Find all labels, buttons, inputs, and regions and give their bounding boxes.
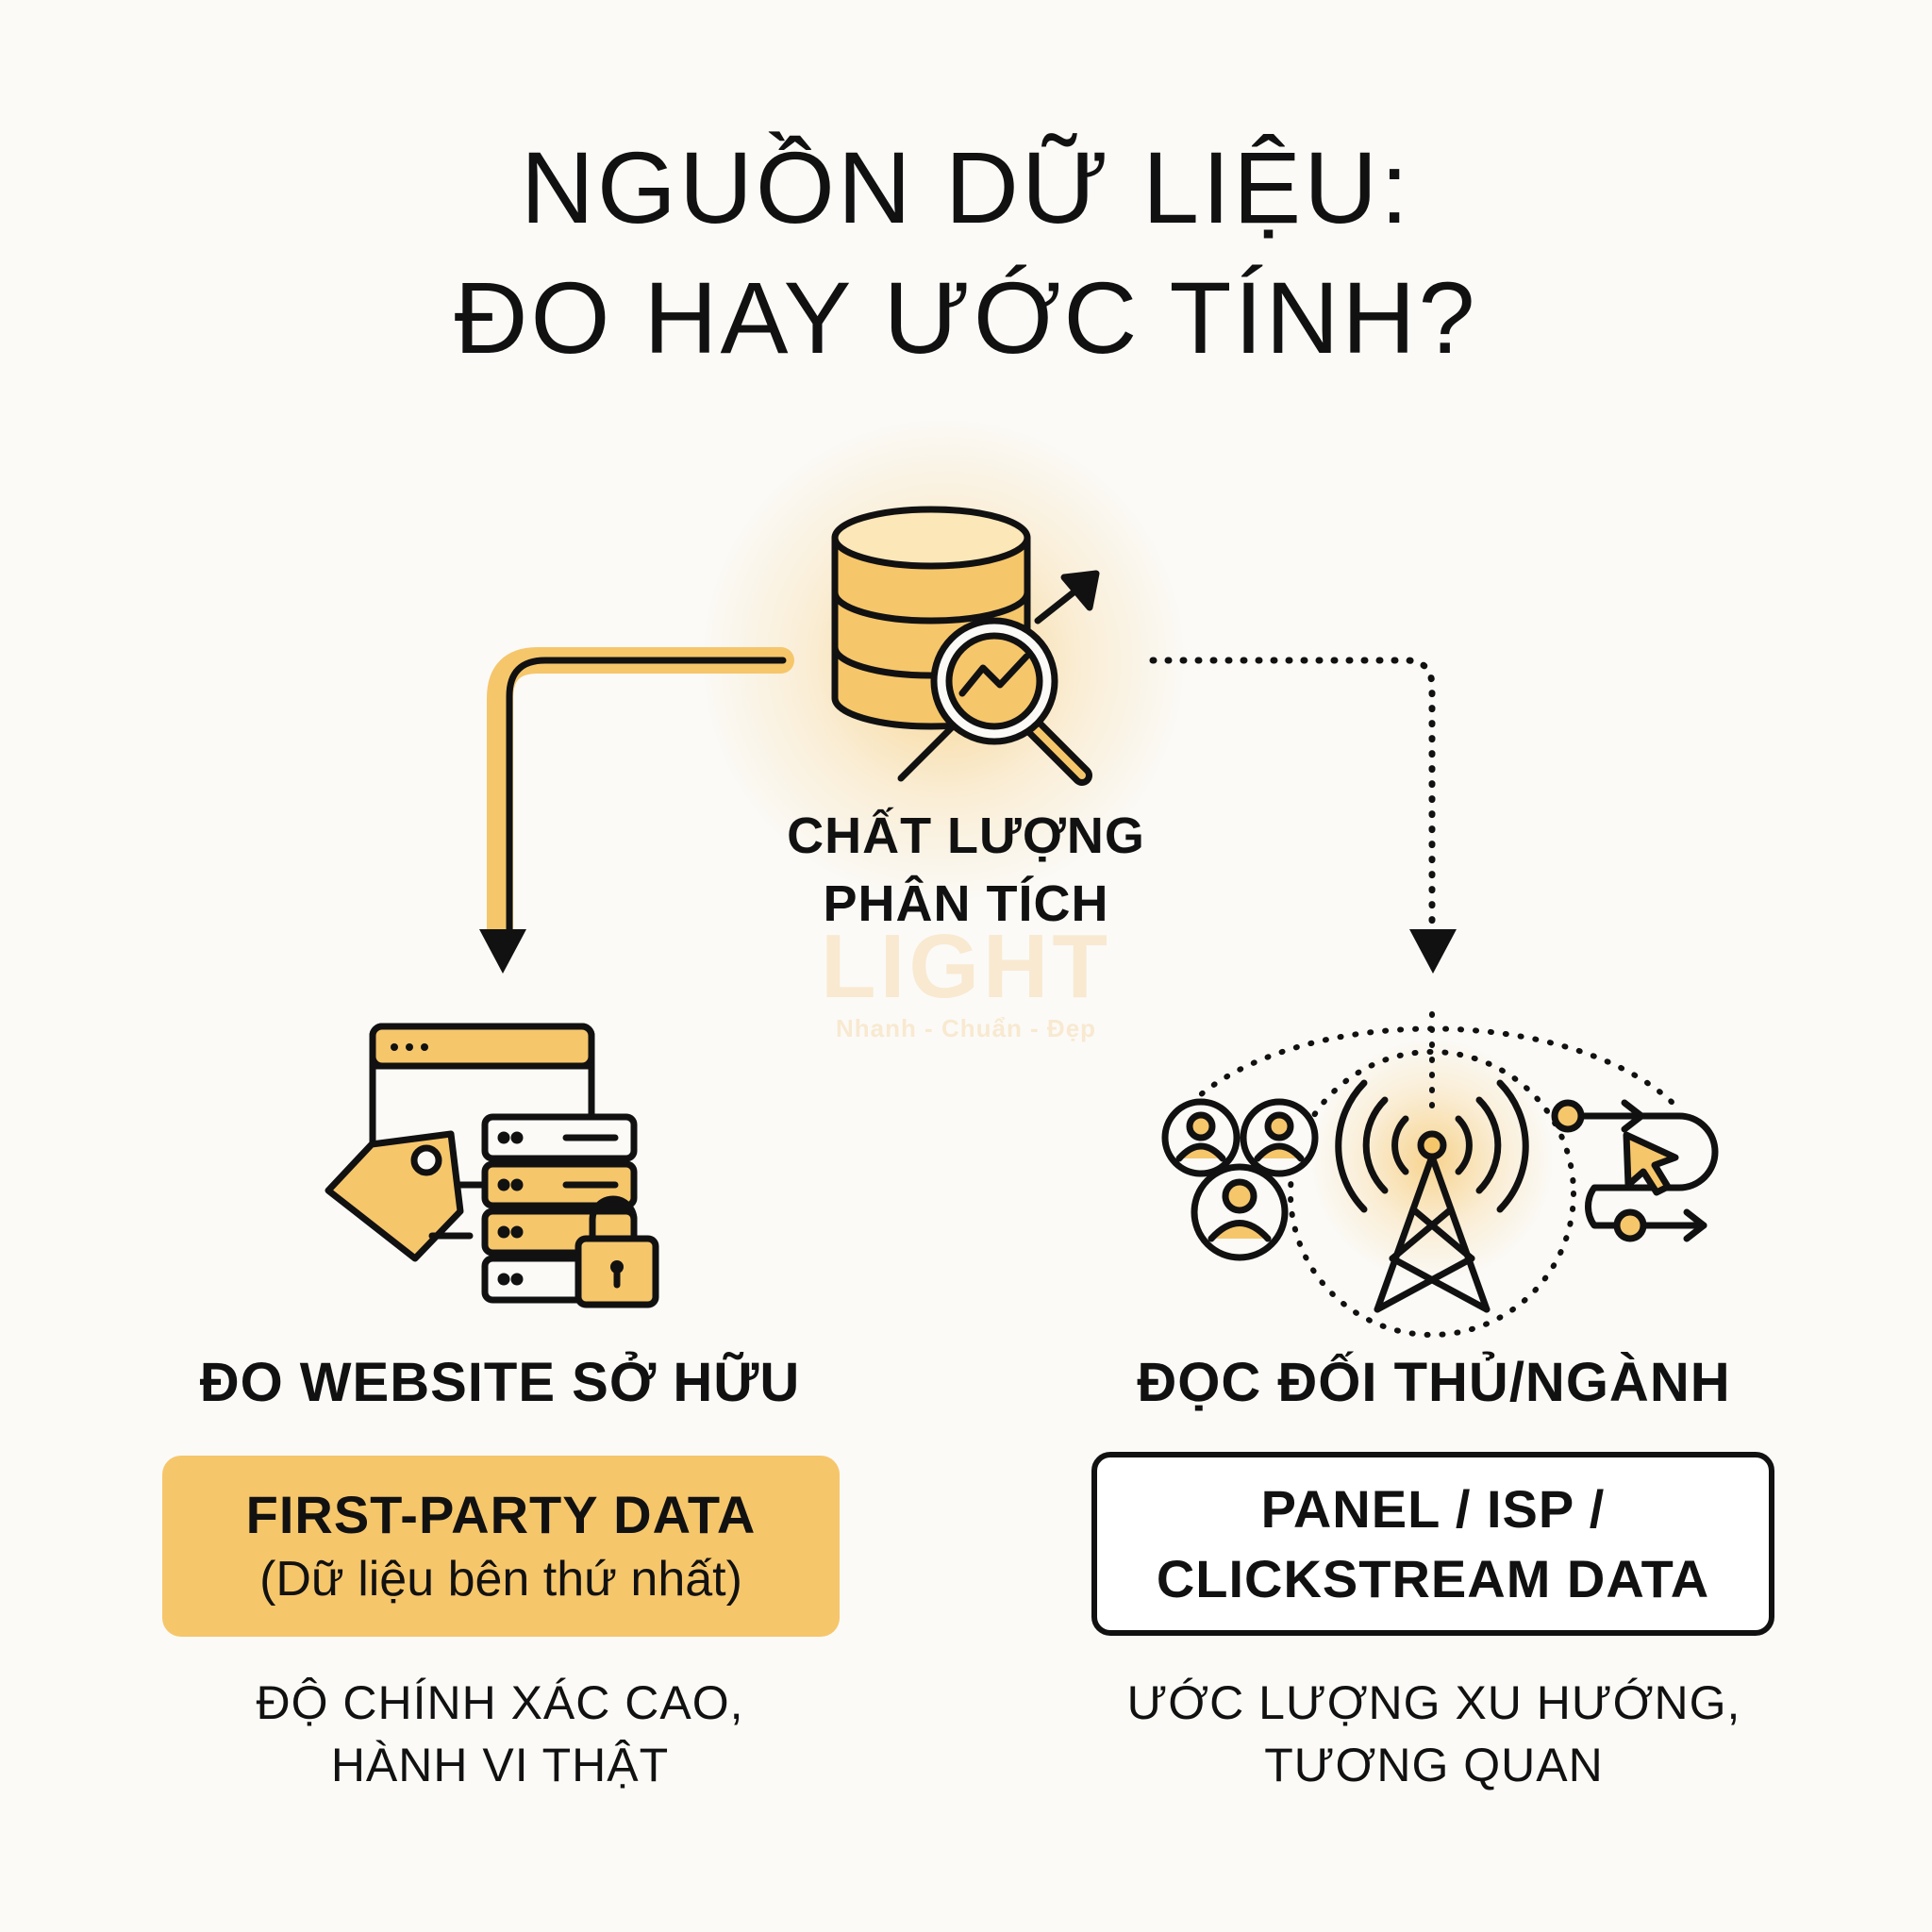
center-node-label: CHẤT LƯỢNG PHÂN TÍCH — [730, 802, 1202, 938]
arrowhead-right — [1409, 929, 1457, 974]
page-title: NGUỒN DỮ LIỆU: ĐO HAY ƯỚC TÍNH? — [0, 123, 1932, 383]
cursor-icon — [1623, 1131, 1679, 1196]
signal-ring-dotted — [1288, 1049, 1576, 1338]
right-desc-line-2: TƯƠNG QUAN — [1264, 1739, 1604, 1791]
watermark-tagline: Nhanh - Chuẩn - Đẹp — [835, 1014, 1097, 1042]
title-line-2: ĐO HAY ƯỚC TÍNH? — [454, 260, 1478, 375]
padlock-icon — [575, 1195, 659, 1308]
right-branch-heading: ĐỌC ĐỐI THỦ/NGÀNH — [1137, 1352, 1731, 1413]
right-description: ƯỚC LƯỢNG XU HƯỚNG, TƯƠNG QUAN — [1057, 1672, 1811, 1796]
price-tag-icon — [325, 1130, 474, 1262]
first-party-box-subtitle: (Dữ liệu bên thứ nhất) — [259, 1552, 742, 1607]
right-desc-line-1: ƯỚC LƯỢNG XU HƯỚNG, — [1126, 1676, 1741, 1729]
third-party-box-line-2: CLICKSTREAM DATA — [1156, 1548, 1710, 1608]
arrowhead-left — [479, 929, 526, 974]
radio-tower-icon — [1335, 1079, 1529, 1313]
left-desc-line-2: HÀNH VI THẬT — [330, 1739, 670, 1791]
title-line-1: NGUỒN DỮ LIỆU: — [520, 130, 1412, 244]
connector-left-solid — [487, 647, 794, 947]
database-analytics-icon — [831, 506, 1100, 786]
clickstream-icon — [1551, 1099, 1719, 1242]
people-panel-icon — [1161, 1098, 1319, 1261]
trend-arrow-icon — [1034, 570, 1100, 625]
left-description: ĐỘ CHÍNH XÁC CAO, HÀNH VI THẬT — [123, 1672, 877, 1796]
third-party-box-line-1: PANEL / ISP / — [1260, 1478, 1606, 1539]
first-party-box-title: FIRST-PARTY DATA — [245, 1485, 757, 1544]
watermark-brand: LIGHT — [821, 916, 1111, 1017]
first-party-data-box: FIRST-PARTY DATA (Dữ liệu bên thứ nhất) — [162, 1456, 840, 1637]
left-desc-line-1: ĐỘ CHÍNH XÁC CAO, — [256, 1676, 744, 1729]
panel-tower-clickstream-icon — [1161, 1011, 1719, 1338]
magnifier-icon — [897, 617, 1092, 786]
website-server-tag-lock-icon — [325, 1023, 659, 1308]
panel-isp-clickstream-box: PANEL / ISP / CLICKSTREAM DATA — [1091, 1452, 1774, 1636]
center-label-line-2: PHÂN TÍCH — [823, 875, 1109, 932]
left-branch-heading: ĐO WEBSITE SỞ HỮU — [199, 1352, 801, 1413]
center-label-line-1: CHẤT LƯỢNG — [787, 808, 1145, 864]
watermark-logo: LIGHT Nhanh - Chuẩn - Đẹp — [777, 920, 1155, 1043]
connector-right-dotted — [1149, 657, 1436, 938]
